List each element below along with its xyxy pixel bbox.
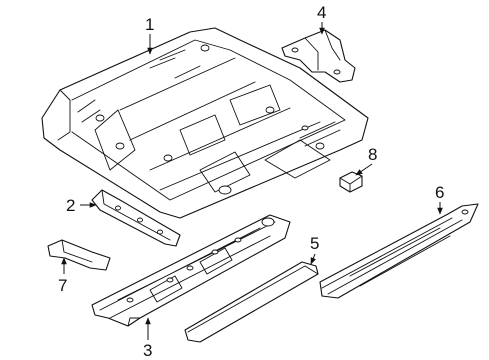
sill-extension <box>184 261 319 343</box>
callout-1: 1 <box>145 15 154 34</box>
callout-8: 8 <box>368 145 377 164</box>
leader-5 <box>310 253 316 265</box>
small-bracket <box>47 239 111 271</box>
center-tunnel-reinforcement <box>91 214 291 327</box>
front-crossmember <box>91 189 181 247</box>
floor-pan <box>41 27 369 219</box>
callout-3: 3 <box>143 341 152 360</box>
clip-bracket <box>339 171 363 193</box>
rocker-panel <box>319 203 479 299</box>
callout-2: 2 <box>66 196 75 215</box>
leader-8 <box>355 163 373 176</box>
callout-7: 7 <box>58 276 67 295</box>
callout-labels: 1 2 3 4 5 6 7 8 <box>58 3 444 360</box>
callout-4: 4 <box>317 3 326 22</box>
seat-mount-bracket <box>281 29 356 83</box>
leader-lines <box>61 22 443 340</box>
callout-5: 5 <box>310 234 319 253</box>
callout-6: 6 <box>435 183 444 202</box>
